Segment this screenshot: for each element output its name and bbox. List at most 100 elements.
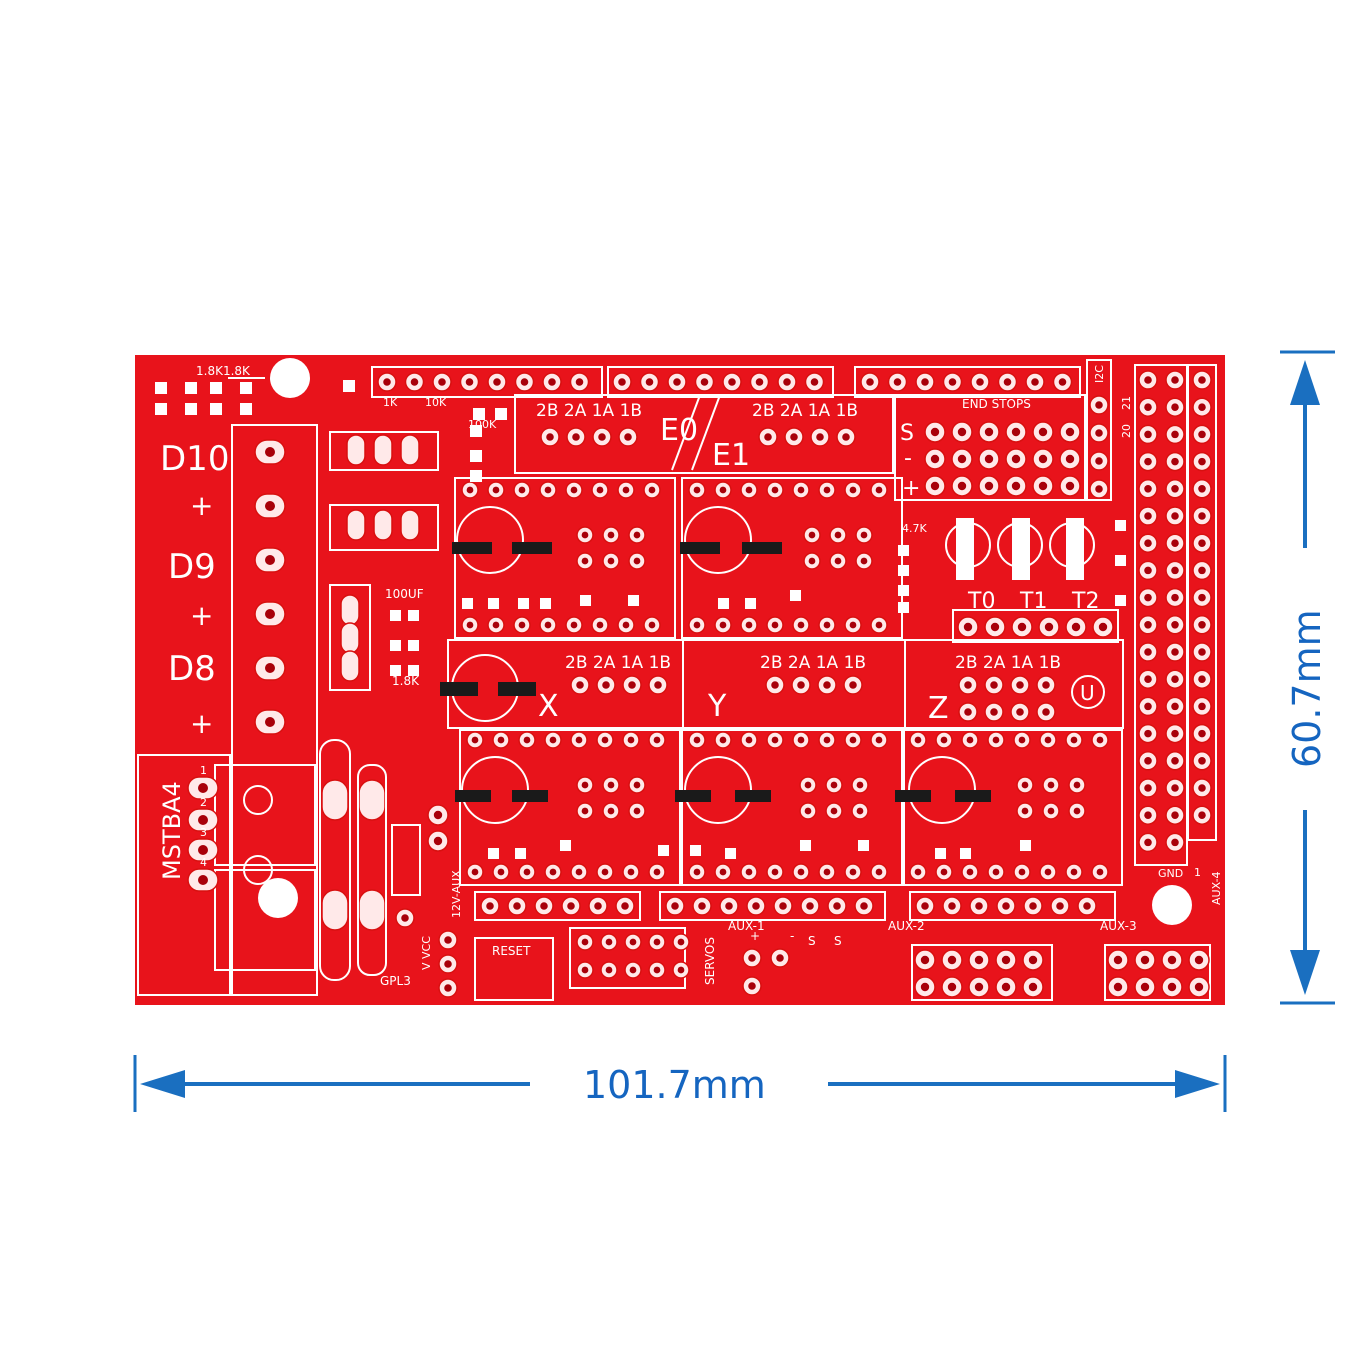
pad-hole (1194, 982, 1204, 992)
pad-hole (921, 902, 929, 910)
pad-hole (1167, 955, 1177, 965)
pad-hole (601, 736, 609, 744)
pad-hole (520, 378, 529, 386)
terminal-pin-number: 3 (200, 826, 207, 839)
pad-hole (1140, 982, 1150, 992)
label-aux-3: AUX-3 (1100, 919, 1137, 933)
pad-hole (1144, 593, 1152, 602)
smd-component (935, 848, 946, 859)
smd-component (185, 403, 197, 415)
capacitor-outline (684, 506, 752, 574)
smd-component (1115, 595, 1126, 606)
label-s: S (900, 421, 914, 446)
pad-hole (752, 902, 760, 910)
pad-hole (546, 433, 554, 441)
smd-component (790, 590, 801, 601)
label-plus-2: + (190, 599, 213, 632)
pad-hole (856, 807, 864, 815)
pad-hole (990, 708, 998, 716)
pad-hole (745, 621, 753, 629)
pad-hole (823, 621, 831, 629)
pad-hole (1096, 868, 1104, 876)
label-minus: - (904, 446, 912, 471)
pad-hole (947, 982, 957, 992)
label-aux-4: AUX-4 (1210, 871, 1223, 905)
pad-hole (849, 486, 857, 494)
pad-hole (1171, 757, 1179, 765)
pad-hole (875, 486, 883, 494)
pad-hole (433, 836, 443, 846)
label-d9: D9 (168, 547, 216, 587)
pad-hole (1171, 648, 1179, 656)
smd-component (512, 542, 552, 554)
pad-hole (466, 621, 474, 629)
smd-component (210, 403, 222, 415)
pad-hole (984, 454, 994, 464)
pad-hole (1002, 902, 1010, 910)
pad-hole (860, 902, 868, 910)
pad-hole (581, 807, 589, 815)
fuse-pad (358, 779, 386, 821)
smd-component (408, 640, 419, 651)
capacitor-outline (456, 506, 524, 574)
pad-hole (830, 807, 838, 815)
smd-component (495, 408, 507, 420)
pad-hole (1098, 622, 1108, 632)
pad-hole (633, 531, 641, 539)
smd-component (390, 610, 401, 621)
smd-component (518, 598, 529, 609)
smd-component (956, 518, 974, 580)
pad-hole (1198, 457, 1206, 466)
pad-hole (1038, 481, 1048, 491)
pad-hole (492, 486, 500, 494)
label-12v-aux: 12V-AUX (450, 870, 463, 918)
label-one: 1 (1194, 866, 1201, 879)
pad-hole (1144, 512, 1152, 520)
pad-hole (745, 868, 753, 876)
smd-component (488, 848, 499, 859)
pad-hole (1021, 781, 1029, 789)
pad-hole (518, 486, 526, 494)
pad-hole (914, 736, 922, 744)
pad-hole (265, 609, 275, 619)
pad-hole (1194, 955, 1204, 965)
pad-hole (1198, 811, 1206, 819)
label-u: U (1080, 681, 1095, 705)
pad-hole (607, 531, 615, 539)
pad-hole (1144, 784, 1152, 792)
pad-hole (548, 378, 556, 386)
label-x: X (538, 689, 559, 724)
pad-hole (576, 681, 584, 689)
pad-hole (1198, 376, 1206, 384)
pad-hole (984, 427, 994, 437)
smd-component (155, 403, 167, 415)
pad-hole (581, 938, 589, 946)
pad-hole (673, 378, 681, 386)
pad-hole (1113, 982, 1123, 992)
pad-hole (771, 736, 779, 744)
pad-hole (776, 954, 784, 962)
pad-hole (957, 481, 967, 491)
pad-hole (797, 736, 805, 744)
smd-component (155, 382, 167, 394)
smd-component (1115, 555, 1126, 566)
pad-hole (648, 621, 656, 629)
pad-hole (607, 557, 615, 565)
smd-component (955, 790, 991, 802)
terminal-symbol (243, 855, 273, 885)
pad-hole (823, 736, 831, 744)
pad-hole (1198, 648, 1206, 656)
pad-hole (1083, 902, 1091, 910)
pad-hole (1198, 512, 1206, 520)
pad-hole (920, 955, 930, 965)
pad-hole (265, 501, 275, 511)
pad-hole (581, 531, 589, 539)
pad-hole (1171, 784, 1179, 792)
z-coil-header: 2B 2A 1A 1B (955, 653, 1061, 673)
mosfet-pad (340, 594, 360, 626)
pad-hole (1073, 781, 1081, 789)
smd-component (745, 598, 756, 609)
pad-hole (745, 736, 753, 744)
pad-hole (410, 378, 419, 386)
